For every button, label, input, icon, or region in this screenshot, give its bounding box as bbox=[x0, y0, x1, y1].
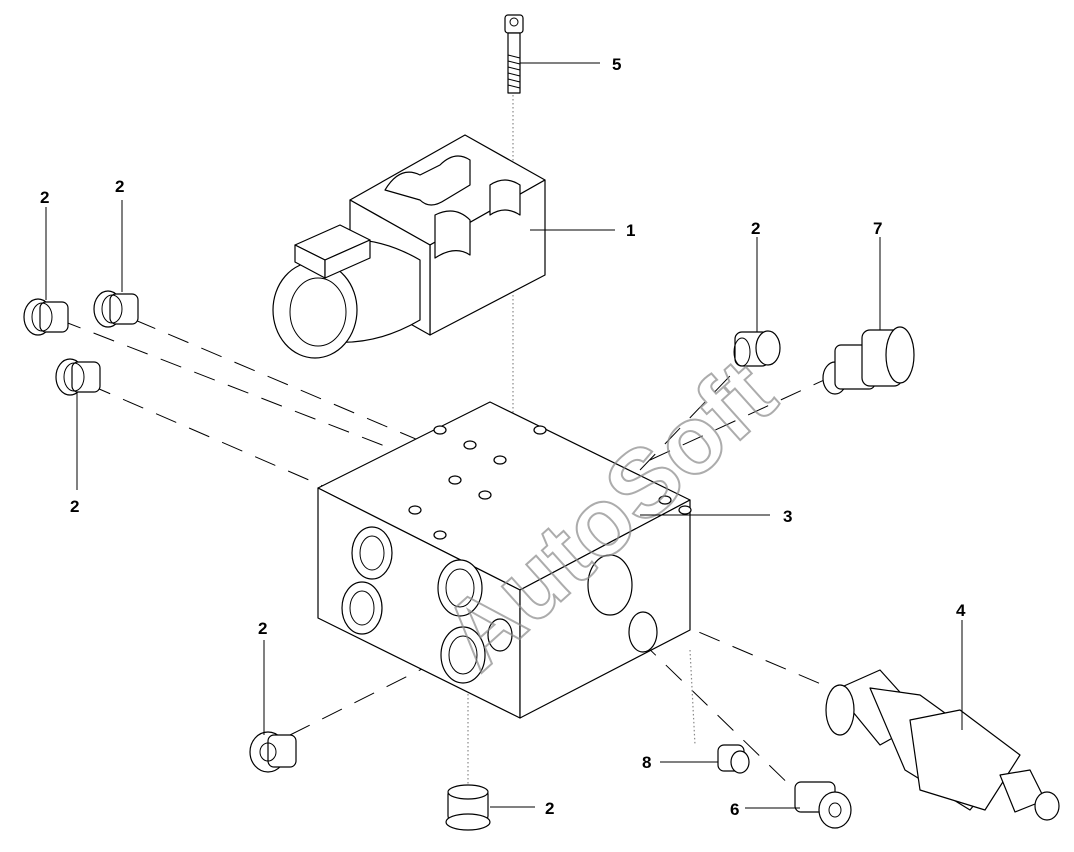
callout-3: 3 bbox=[783, 507, 792, 526]
plug-part-6 bbox=[794, 781, 852, 829]
callout-4: 4 bbox=[956, 601, 966, 620]
axis-line bbox=[639, 354, 751, 471]
callout-2: 2 bbox=[258, 619, 267, 638]
plug-part-2 bbox=[445, 784, 491, 831]
callout-2: 2 bbox=[40, 188, 49, 207]
axis-line bbox=[689, 649, 696, 746]
cartridge-valve-part-4 bbox=[825, 669, 1060, 821]
plug-part-2 bbox=[733, 330, 781, 367]
axis-line bbox=[134, 319, 431, 446]
callout-2: 2 bbox=[70, 497, 79, 516]
callout-2: 2 bbox=[545, 799, 554, 818]
plug-part-2 bbox=[55, 358, 101, 396]
callout-2: 2 bbox=[115, 177, 124, 196]
callout-8: 8 bbox=[642, 753, 651, 772]
connector-side bbox=[324, 239, 371, 279]
fitting-part-8 bbox=[717, 744, 750, 774]
plug-part-2 bbox=[249, 731, 297, 773]
check-valve-part-7 bbox=[822, 326, 915, 395]
valve-side-notch bbox=[489, 179, 521, 216]
callout-5: 5 bbox=[612, 55, 621, 74]
leader-lines bbox=[45, 62, 963, 809]
port bbox=[351, 526, 393, 580]
port bbox=[587, 554, 633, 616]
bolt-part-5 bbox=[504, 14, 524, 94]
axis-line bbox=[89, 384, 356, 501]
port bbox=[628, 611, 658, 653]
callout-7: 7 bbox=[873, 219, 882, 238]
plug-part-2 bbox=[23, 298, 69, 336]
port bbox=[440, 626, 486, 684]
callout-1: 1 bbox=[626, 221, 635, 240]
valve-side-notch bbox=[434, 210, 471, 259]
axis-line bbox=[639, 639, 801, 796]
hex-body bbox=[909, 709, 1021, 811]
port bbox=[437, 559, 483, 617]
valve-top-notch bbox=[384, 155, 471, 206]
coil-cap bbox=[272, 261, 358, 359]
bolt-socket bbox=[509, 17, 519, 27]
port bbox=[341, 581, 383, 635]
plug-part-2 bbox=[93, 290, 139, 328]
callout-2: 2 bbox=[751, 219, 760, 238]
solenoid-valve-part-1 bbox=[272, 134, 546, 359]
port bbox=[487, 618, 513, 652]
axis-line bbox=[59, 319, 396, 451]
manifold-block-part-3 bbox=[317, 401, 692, 719]
callout-labels: 5 1 2 2 2 2 7 3 4 2 8 6 2 bbox=[40, 55, 966, 819]
callout-6: 6 bbox=[730, 800, 739, 819]
